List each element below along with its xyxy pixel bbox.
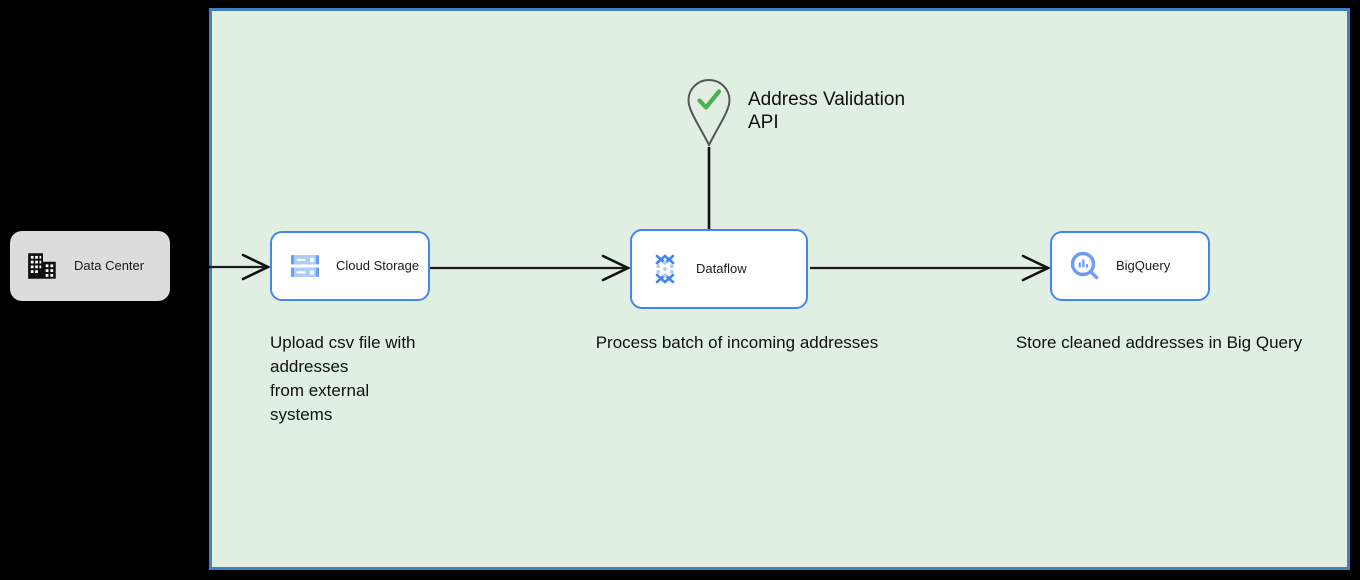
node-label-dataflow: Dataflow (696, 261, 747, 277)
dataflow-icon (655, 254, 675, 284)
node-label-data-center: Data Center (74, 258, 145, 274)
building-icon (28, 253, 56, 279)
map-pin-marker[interactable] (686, 78, 732, 148)
node-dataflow[interactable]: Dataflow (630, 229, 808, 309)
caption-process: Process batch of incoming addresses (595, 333, 879, 352)
caption-store: Store cleaned addresses in Big Query (1015, 333, 1303, 352)
node-label-cloud-storage: Cloud Storage (336, 258, 420, 274)
bigquery-icon (1070, 251, 1099, 280)
node-cloud-storage[interactable]: Cloud Storage (270, 231, 430, 301)
map-pin-check-icon (687, 78, 731, 148)
node-data-center[interactable]: Data Center (10, 231, 170, 301)
caption-upload: Upload csv file with addresses from exte… (270, 333, 416, 424)
node-bigquery[interactable]: BigQuery (1050, 231, 1210, 301)
map-pin-label: Address Validation API (748, 89, 906, 133)
node-label-bigquery: BigQuery (1116, 258, 1171, 274)
cloud-storage-icon (291, 255, 319, 277)
